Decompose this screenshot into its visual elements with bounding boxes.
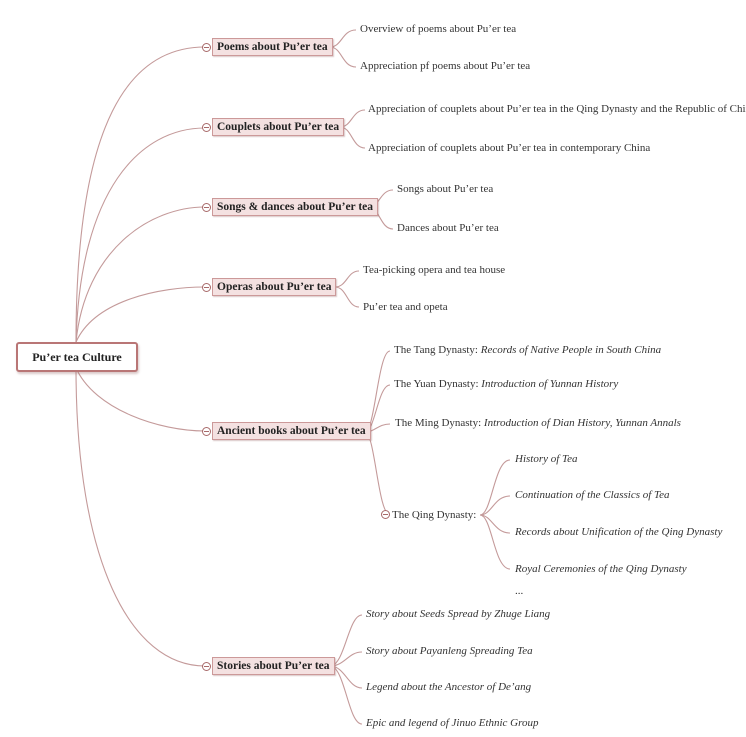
leaf-epic-jinuo[interactable]: Epic and legend of Jinuo Ethnic Group — [366, 717, 539, 729]
yuan-prefix: The Yuan Dynasty: — [394, 378, 482, 390]
leaf-story-zhuge-liang[interactable]: Story about Seeds Spread by Zhuge Liang — [366, 608, 550, 620]
branch-poems[interactable]: Poems about Pu’er tea — [212, 38, 333, 56]
leaf-poems-appreciation[interactable]: Appreciation pf poems about Pu’er tea — [360, 60, 531, 72]
collapse-qing-icon[interactable] — [381, 510, 390, 519]
leaf-history-of-tea[interactable]: History of Tea — [515, 453, 578, 465]
qing-item-label: Continuation of the Classics of Tea — [515, 489, 670, 501]
leaf-story-payanleng[interactable]: Story about Payanleng Spreading Tea — [366, 645, 533, 657]
collapse-operas-icon[interactable] — [202, 283, 211, 292]
ming-title: Introduction of Dian History, Yunnan Ann… — [483, 417, 681, 429]
branch-couplets[interactable]: Couplets about Pu’er tea — [212, 118, 345, 136]
tang-prefix: The Tang Dynasty: — [394, 344, 481, 356]
leaf-qing-dynasty[interactable]: The Qing Dynasty: — [392, 509, 477, 521]
leaf-tea-and-opeta[interactable]: Pu’er tea and opeta — [363, 301, 448, 313]
story-label: Story about Seeds Spread by Zhuge Liang — [366, 608, 551, 620]
leaf-dances[interactable]: Dances about Pu’er tea — [397, 222, 499, 234]
leaf-ming-dynasty[interactable]: The Ming Dynasty: Introduction of Dian H… — [395, 417, 681, 429]
root-topic[interactable]: Pu’er tea Culture — [16, 342, 138, 372]
leaf-continuation-classics[interactable]: Continuation of the Classics of Tea — [515, 489, 670, 501]
branch-songs-dances[interactable]: Songs & dances about Pu’er tea — [212, 198, 379, 216]
branch-ancient-books[interactable]: Ancient books about Pu’er tea — [212, 422, 371, 440]
collapse-songs-icon[interactable] — [202, 203, 211, 212]
branch-operas[interactable]: Operas about Pu’er tea — [212, 278, 337, 296]
story-label: Legend about the Ancestor of De’ang — [366, 681, 532, 693]
leaf-tea-picking-opera[interactable]: Tea-picking opera and tea house — [363, 264, 506, 276]
leaf-yuan-dynasty[interactable]: The Yuan Dynasty: Introduction of Yunnan… — [394, 378, 618, 390]
branch-stories[interactable]: Stories about Pu’er tea — [212, 657, 335, 675]
tang-title: Records of Native People in South China — [480, 344, 662, 356]
story-label: Story about Payanleng Spreading Tea — [366, 645, 533, 657]
collapse-stories-icon[interactable] — [202, 662, 211, 671]
leaf-poems-overview[interactable]: Overview of poems about Pu’er tea — [360, 23, 517, 35]
story-label: Epic and legend of Jinuo Ethnic Group — [366, 717, 539, 729]
collapse-ancient-icon[interactable] — [202, 427, 211, 436]
leaf-couplets-contemporary[interactable]: Appreciation of couplets about Pu’er tea… — [368, 142, 651, 154]
leaf-royal-ceremonies[interactable]: Royal Ceremonies of the Qing Dynasty — [515, 563, 687, 575]
yuan-title: Introduction of Yunnan History — [481, 378, 619, 390]
qing-item-label: Records about Unification of the Qing Dy… — [515, 526, 723, 538]
leaf-couplets-qing[interactable]: Appreciation of couplets about Pu’er tea… — [368, 103, 746, 115]
ming-prefix: The Ming Dynasty: — [395, 417, 484, 429]
qing-item-label: History of Tea — [515, 453, 578, 465]
leaf-more-ellipsis: ... — [515, 585, 524, 597]
collapse-poems-icon[interactable] — [202, 43, 211, 52]
leaf-records-unification[interactable]: Records about Unification of the Qing Dy… — [515, 526, 722, 538]
qing-item-label: Royal Ceremonies of the Qing Dynasty — [515, 563, 687, 575]
leaf-songs[interactable]: Songs about Pu’er tea — [397, 183, 494, 195]
leaf-tang-dynasty[interactable]: The Tang Dynasty: Records of Native Peop… — [394, 344, 661, 356]
collapse-couplets-icon[interactable] — [202, 123, 211, 132]
leaf-legend-deang[interactable]: Legend about the Ancestor of De’ang — [366, 681, 531, 693]
